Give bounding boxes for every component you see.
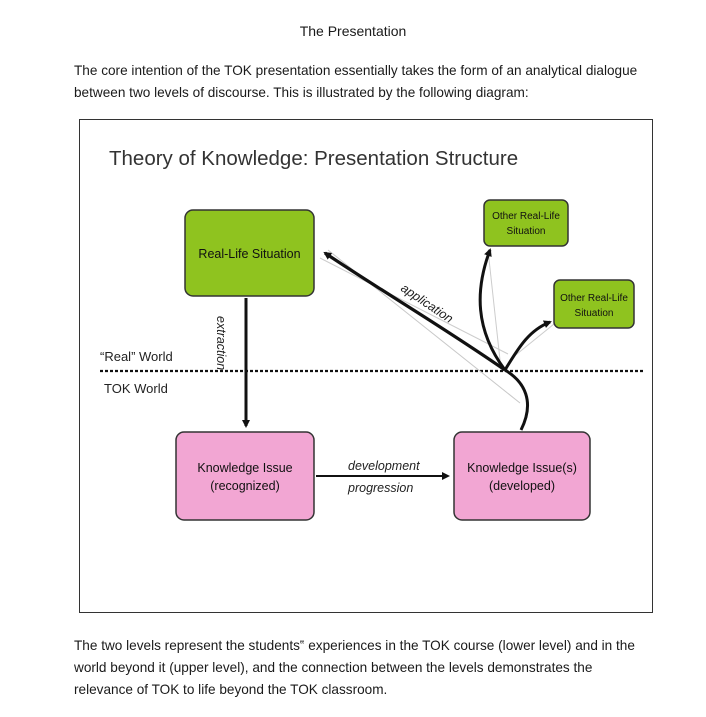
- other-situation-2-line2: Situation: [575, 308, 614, 319]
- application-arrow-main: [323, 251, 506, 372]
- faint-connector-line: [487, 249, 501, 361]
- other-situation-box-2: [553, 279, 635, 329]
- application-curve-base: [504, 368, 530, 431]
- faint-connector-line: [511, 323, 555, 359]
- knowledge-issue-developed-box: [453, 431, 591, 521]
- other-situation-1-line2: Situation: [507, 226, 546, 237]
- knowledge-issue-recognized-box: [175, 431, 315, 521]
- diagram-figure: Theory of Knowledge: Presentation Struct…: [79, 119, 653, 613]
- development-label: development: [348, 459, 420, 473]
- application-arrow-other-1: [478, 248, 507, 371]
- application-arrow-other-2: [503, 320, 552, 371]
- progression-label: progression: [347, 481, 413, 495]
- knowledge-issue-developed-line2: (developed): [489, 479, 555, 493]
- knowledge-issue-recognized-line2: (recognized): [210, 479, 279, 493]
- diagram-title: Theory of Knowledge: Presentation Struct…: [109, 147, 518, 170]
- other-situation-box-1: [483, 199, 569, 247]
- extraction-label: extraction: [214, 316, 228, 370]
- other-situation-2-line1: Other Real-Life: [560, 293, 628, 304]
- tok-world-label: TOK World: [104, 381, 168, 396]
- real-world-label: “Real” World: [100, 349, 173, 364]
- knowledge-issue-recognized-line1: Knowledge Issue: [197, 461, 292, 475]
- diagram-canvas: Theory of Knowledge: Presentation Struct…: [100, 147, 644, 521]
- real-life-situation-label: Real-Life Situation: [198, 247, 300, 261]
- knowledge-issue-developed-line1: Knowledge Issue(s): [467, 461, 577, 475]
- document-heading: The Presentation: [299, 23, 407, 39]
- intro-paragraph: The core intention of the TOK presentati…: [74, 63, 638, 100]
- outro-paragraph: The two levels represent the students‟ e…: [74, 638, 635, 697]
- real-life-situation-box: [184, 209, 315, 297]
- other-situation-1-line1: Other Real-Life: [492, 211, 560, 222]
- faint-connector-line: [319, 257, 509, 355]
